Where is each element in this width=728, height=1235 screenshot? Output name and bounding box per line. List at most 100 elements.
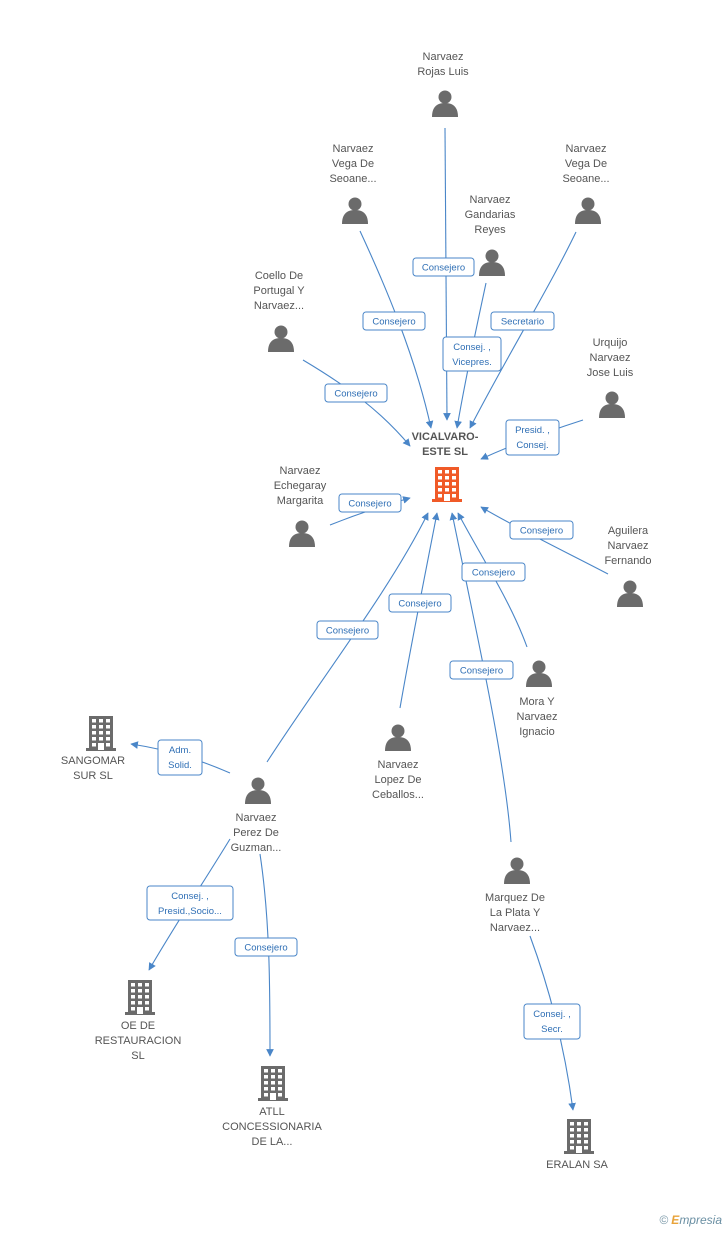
edge-label-text: Consej. ,: [171, 891, 209, 902]
brand-text: mpresia: [679, 1213, 722, 1227]
person-icon: [479, 249, 505, 276]
node-label: Gandarias: [465, 209, 516, 221]
edge-label-p9-c[interactable]: Consejero: [461, 562, 526, 582]
edge-label-box: [449, 660, 514, 680]
edge-label-p5-c[interactable]: Consejero: [324, 383, 388, 403]
edges-layer: [130, 127, 609, 1111]
edge-label-box: [338, 493, 402, 513]
edge-label-text: Secr.: [541, 1024, 563, 1035]
edge-label-text: Consejero: [472, 568, 515, 579]
edge-label-text: Consejero: [348, 499, 391, 510]
node-label: Marquez De: [485, 892, 545, 904]
edge-p5-c: [302, 359, 411, 447]
edge-label-p4-c[interactable]: Consej. ,Vicepres.: [442, 336, 502, 372]
node-label: Narvaez...: [254, 300, 304, 312]
edge-label-p12-k4[interactable]: Consej. , Secr.: [523, 1003, 581, 1040]
edge-label-p11-k2[interactable]: Consej. ,Presid.,Socio...: [146, 885, 234, 921]
node-label: Rojas Luis: [417, 66, 469, 78]
node-label: Vega De: [332, 158, 374, 170]
edge-label-p6-c[interactable]: Presid. , Consej.: [505, 419, 560, 456]
person-icon: [504, 857, 530, 884]
center-node[interactable]: VICALVARO-ESTE SL: [412, 431, 479, 502]
node-label: Narvaez...: [490, 922, 540, 934]
node-label: SUR SL: [73, 770, 113, 782]
node-label: Echegaray: [274, 480, 327, 492]
edge-label-text: Consejero: [334, 389, 377, 400]
edge-label-box: [490, 311, 555, 331]
node-label: Narvaez: [378, 759, 419, 771]
edge-label-box: [234, 937, 298, 957]
node-label: Perez De: [233, 827, 279, 839]
edge-label-p12-c[interactable]: Consejero: [449, 660, 514, 680]
person-icon: [526, 660, 552, 687]
edge-label-p1-c[interactable]: Consejero: [412, 257, 475, 277]
edge-p8-c: [480, 506, 609, 575]
edge-label-p8-c[interactable]: Consejero: [509, 520, 574, 540]
node-label: RESTAURACION: [95, 1035, 182, 1047]
edge-label-p3-c[interactable]: Secretario: [490, 311, 555, 331]
node-label: Seoane...: [329, 173, 376, 185]
node-label: Margarita: [277, 495, 324, 507]
node-label: ESTE SL: [422, 446, 468, 458]
edge-label-text: Consejero: [398, 599, 441, 610]
edge-label-box: [505, 419, 560, 456]
edge-label-p2-c[interactable]: Consejero: [362, 311, 426, 331]
node-label: Lopez De: [374, 774, 421, 786]
person-icon: [617, 580, 643, 607]
edge-label-box: [324, 383, 388, 403]
edge-label-p10-c[interactable]: Consejero: [388, 593, 452, 613]
edge-label-p11-k1[interactable]: Adm. Solid.: [157, 739, 203, 776]
copyright-symbol: ©: [659, 1213, 669, 1227]
edge-label-text: Consejero: [520, 526, 563, 537]
node-label: Narvaez: [566, 143, 607, 155]
node-label: CONCESSIONARIA: [222, 1121, 322, 1133]
edge-label-box: [388, 593, 452, 613]
edge-label-text: Adm.: [169, 745, 191, 756]
edge-label-text: Consejero: [372, 317, 415, 328]
edge-label-text: Consej.: [516, 440, 548, 451]
person-icon: [268, 325, 294, 352]
edge-label-text: Solid.: [168, 760, 192, 771]
edge-label-box: [412, 257, 475, 277]
building-icon: [564, 1119, 594, 1154]
building-icon: [258, 1066, 288, 1101]
edge-label-p11-k3[interactable]: Consejero: [234, 937, 298, 957]
node-k4[interactable]: ERALAN SA: [546, 1119, 609, 1171]
edge-label-p11-c[interactable]: Consejero: [316, 620, 379, 640]
node-label: Urquijo: [593, 337, 628, 349]
edge-label-text: Consejero: [244, 943, 287, 954]
node-label: Portugal Y: [253, 285, 305, 297]
empresia-brand[interactable]: ©Empresia: [659, 1213, 722, 1227]
building-icon: [125, 980, 155, 1015]
brand-initial: E: [671, 1213, 680, 1227]
node-label: OE DE: [121, 1020, 155, 1032]
edge-label-text: Presid. ,: [515, 425, 550, 436]
edge-label-box: [316, 620, 379, 640]
node-label: Narvaez: [236, 812, 277, 824]
edge-label-p7-c[interactable]: Consejero: [338, 493, 402, 513]
edge-label-text: Consej. ,: [533, 1009, 571, 1020]
person-icon: [245, 777, 271, 804]
node-label: DE LA...: [252, 1136, 293, 1148]
person-icon: [385, 724, 411, 751]
node-label: Narvaez: [333, 143, 374, 155]
node-label: Guzman...: [231, 842, 282, 854]
node-label: Ceballos...: [372, 789, 424, 801]
edge-label-text: Vicepres.: [452, 357, 491, 368]
